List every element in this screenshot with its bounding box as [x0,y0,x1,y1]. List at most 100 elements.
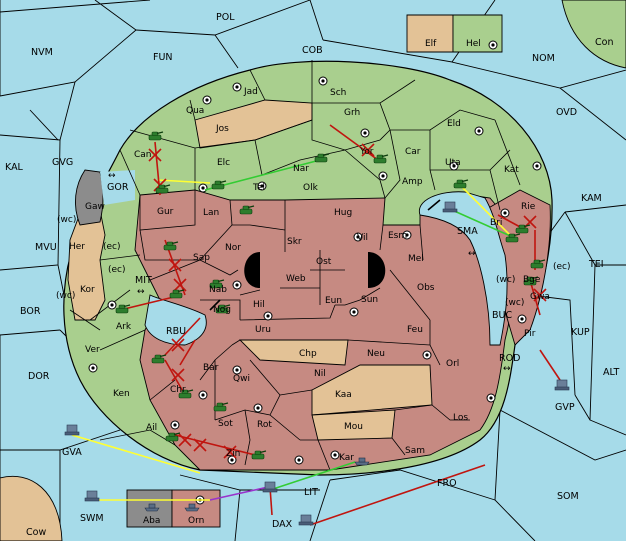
label-alt: ALT [603,367,619,378]
label-los: Los [453,413,468,423]
label-tel: Tel [252,183,265,193]
label-uta: Uta [445,158,461,168]
label-nom: NOM [532,53,555,64]
label-swm: SWM [80,513,104,524]
gor-water [100,170,135,205]
label-kar: Kar [339,453,354,463]
west-coast-tan [67,199,106,321]
label-nil: Nil [314,369,326,379]
label-wc3: (wc) [56,291,75,301]
label-kaa: Kaa [335,390,352,400]
label-kup: KUP [571,327,590,338]
label-jad: Jad [243,87,258,97]
label-sch: Sch [330,88,346,98]
label-bor: BOR [20,306,41,317]
label-gur: Gur [157,207,174,217]
label-ver: Ver [85,345,100,355]
label-con: Con [595,37,613,48]
label-nor: Nor [225,243,241,253]
label-pir: Pir [524,329,536,339]
label-rot: Rot [257,420,272,430]
label-sma: SMA [457,226,478,237]
label-yor: Yor [359,147,374,157]
label-nvm: NVM [31,47,53,58]
label-nab: Nab [209,285,227,295]
label-sun: Sun [361,295,378,305]
label-kam: KAM [581,193,602,204]
arrow-rod: ↔ [503,364,511,374]
label-olk: Olk [303,183,319,193]
label-esm: Esm [388,231,407,241]
label-eun: Eun [325,296,342,306]
label-orl: Orl [446,359,459,369]
label-car: Car [405,147,421,157]
label-sot: Sot [218,419,233,429]
label-vil: Vil [357,233,368,243]
label-hil: Hil [253,300,265,310]
label-uru: Uru [255,325,271,335]
central-hub-left [244,252,260,288]
label-rbu: RBU [166,326,186,337]
label-mel: Mel [408,254,424,264]
label-ovd: OVD [556,107,577,118]
label-mit: MIT [135,275,152,286]
label-wc2: (wc) [496,275,515,285]
label-eld: Eld [447,119,461,129]
label-gvp: GVP [555,402,575,413]
label-rie: Rie [521,202,536,212]
label-ec2: (ec) [553,262,571,272]
label-aba: Aba [143,516,160,526]
province-borders [69,60,521,471]
label-ost: Ost [316,257,332,267]
label-amp: Amp [402,177,423,187]
label-kat: Kat [504,165,519,175]
label-feu: Feu [407,325,423,335]
label-kor: Kor [80,285,95,295]
label-skr: Skr [287,237,302,247]
sea-labels: POL NVM FUN COB NOM Con KAL GVG GOR OVD … [5,12,619,538]
label-bri: Bri [490,218,502,228]
label-web: Web [286,274,306,284]
label-hug: Hug [334,208,352,218]
arrow-mit: ↔ [137,287,145,297]
label-can: Can [134,150,152,160]
label-bar: Bar [203,363,219,373]
label-wc4: (wc) [505,298,524,308]
label-chr: Chr [170,385,186,395]
label-lit: LIT [304,487,318,498]
label-sap: Sap [193,253,210,263]
label-wc1: (wc) [57,215,76,225]
label-orn: Orn [188,516,204,526]
label-rod: ROD [499,353,520,364]
label-mou: Mou [344,422,363,432]
label-qua: Qua [186,106,204,116]
inner-sea-rbu [144,294,207,346]
label-cob: COB [302,45,323,56]
label-jos: Jos [215,124,229,134]
label-her: Her [69,242,85,252]
label-gva: GVA [62,447,82,458]
arrow-gor: ↔ [108,171,116,181]
legend-left-label: Elf [425,39,437,49]
label-zin: Zin [226,449,240,459]
label-cow: Cow [26,527,46,538]
label-ec3: (ec) [108,265,126,275]
label-som: SOM [557,491,579,502]
label-mvu: MVU [35,242,57,253]
central-hub-right [368,252,386,288]
label-dax: DAX [272,519,293,530]
land-labels: Jad Sch Qua Jos Grh Eld Car Can Elc Nar … [56,87,571,526]
inner-sea-sma [418,191,508,346]
kaa-tan [311,364,433,416]
label-kal: KAL [5,162,24,173]
label-gwa: Gwa [530,292,550,302]
label-fun: FUN [153,52,173,63]
label-ken: Ken [113,389,130,399]
label-neu: Neu [367,349,385,359]
label-nar: Nar [293,164,309,174]
label-dor: DOR [28,371,50,382]
label-qwi: Qwi [233,374,250,384]
label-bge: Bge [523,275,541,285]
label-buc: BUC [492,310,512,321]
